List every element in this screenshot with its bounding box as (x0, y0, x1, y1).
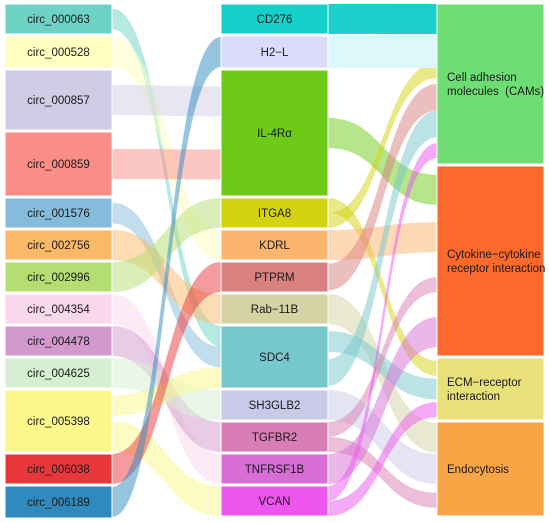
pathway-label-cyt-1: receptor interaction (447, 263, 545, 275)
node-cam (436, 3, 545, 165)
node-label-sh3glb2: SH3GLB2 (249, 400, 301, 412)
gene-pathway-link-SDC4-CAM (328, 110, 437, 386)
node-label-c4354: circ_004354 (27, 304, 90, 316)
node-c1576 (4, 197, 113, 229)
node-c5398 (4, 389, 113, 453)
node-c4478 (4, 325, 113, 357)
pathway-label-ecm-0: ECM−receptor (447, 377, 522, 389)
node-kdrl (220, 229, 329, 261)
node-il4r (220, 69, 329, 197)
node-label-c0857: circ_000857 (27, 95, 90, 107)
gene-pathway-link-VCAN-CAM (328, 143, 437, 501)
node-label-c6189: circ_006189 (27, 497, 90, 509)
gene-pathway-link-PTPRM-CAM (328, 84, 437, 291)
pathway-label-cyt-0: Cytokine−cytokine (447, 249, 541, 261)
node-sh3glb2 (220, 389, 329, 421)
circ-gene-link-c6038-PTPRM (112, 262, 221, 484)
pathway-label-cam-0: Cell adhesion (447, 72, 517, 84)
node-label-tgfbr2: TGFBR2 (252, 432, 297, 444)
node-label-c6038: circ_006038 (27, 464, 90, 476)
node-c0859 (4, 131, 113, 197)
node-ptprm (220, 261, 329, 293)
node-label-cd276: CD276 (257, 14, 293, 26)
node-c4625 (4, 357, 113, 389)
node-c6038 (4, 453, 113, 485)
pathway-label-ecm-1: interaction (447, 391, 500, 403)
node-label-c5398: circ_005398 (27, 416, 90, 428)
node-vcan (220, 485, 329, 517)
circ-gene-link-c0857-IL4R (112, 85, 221, 117)
node-label-ptprm: PTPRM (254, 272, 294, 284)
node-label-c4478: circ_004478 (27, 336, 90, 348)
node-label-sdc4: SDC4 (259, 352, 290, 364)
node-label-kdrl: KDRL (259, 240, 290, 252)
pathway-label-cam-1: molecules (CAMs) (447, 86, 544, 98)
circ-gene-link-c2996-ITGA8 (112, 198, 221, 292)
circ-gene-link-c6189-H2L (112, 37, 221, 517)
node-label-c2756: circ_002756 (27, 240, 90, 252)
node-itga8 (220, 197, 329, 229)
node-tnfrsf1b (220, 453, 329, 485)
node-sdc4 (220, 325, 329, 389)
node-label-c0063: circ_000063 (27, 14, 90, 26)
node-rab11b (220, 293, 329, 325)
node-label-il4r: IL-4Rα (257, 128, 292, 140)
gene-pathway-link-TGFBR2-CYT (328, 277, 437, 437)
node-label-c1576: circ_001576 (27, 208, 90, 220)
nodes-layer (4, 3, 545, 519)
node-c4354 (4, 293, 113, 325)
gene-pathway-link-TNFRSF1B-CYT (328, 317, 437, 484)
node-endo (436, 421, 545, 517)
node-label-vcan: VCAN (259, 496, 291, 508)
node-c0063 (4, 3, 113, 35)
circ-gene-link-c5398-SDC4 (112, 367, 221, 416)
node-cd276 (220, 3, 329, 35)
cd276-cam-band (328, 4, 437, 34)
node-label-c4625: circ_004625 (27, 368, 90, 380)
node-c0528 (4, 35, 113, 69)
links-layer (112, 4, 437, 517)
node-label-c0859: circ_000859 (27, 159, 90, 171)
node-label-itga8: ITGA8 (258, 208, 291, 220)
h2l-cam-band (328, 36, 437, 68)
node-c0857 (4, 69, 113, 131)
gene-pathway-link-ITGA8-ECM (328, 198, 437, 376)
node-c2756 (4, 229, 113, 261)
node-h2l (220, 35, 329, 69)
pathway-label-endo-0: Endocytosis (447, 464, 509, 476)
node-label-h2l: H2−L (261, 47, 289, 59)
circ-gene-link-c0859-IL4R (112, 149, 221, 180)
node-label-rab11b: Rab−11B (251, 304, 299, 316)
node-label-c2996: circ_002996 (27, 272, 90, 284)
node-cyt (436, 165, 545, 357)
node-label-c0528: circ_000528 (27, 47, 90, 59)
gene-pathway-link-ITGA8-CAM (328, 63, 437, 228)
node-c6189 (4, 485, 113, 519)
node-c2996 (4, 261, 113, 293)
node-label-tnfrsf1b: TNFRSF1B (245, 464, 305, 476)
labels-layer: circ_000063 circ_000528 circ_000857 circ_00… (27, 14, 545, 509)
node-tgfbr2 (220, 421, 329, 453)
circ-gene-link-c0528-KDRL (112, 37, 221, 260)
node-ecm (436, 357, 545, 421)
gene-pathway-link-VCAN-ECM (328, 402, 437, 516)
